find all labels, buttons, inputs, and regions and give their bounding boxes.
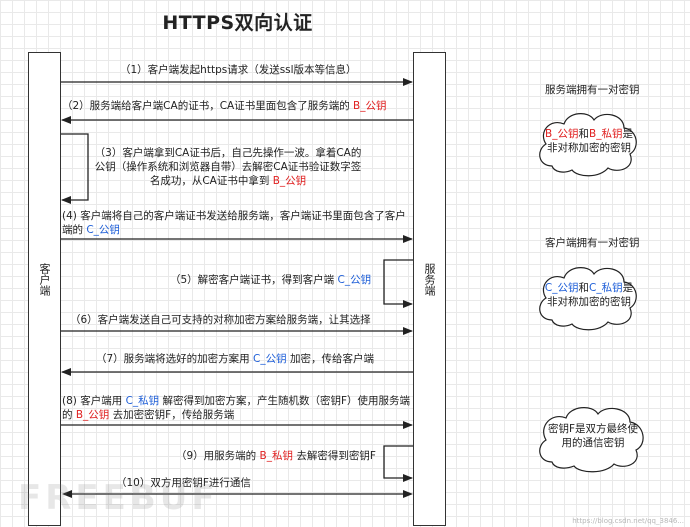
watermark-logo: FREEBUF	[18, 478, 219, 518]
server-label: 服务端	[423, 263, 436, 296]
message-3: （3）客户端拿到CA证书后，自己先操作一波。拿着CA的公钥（操作系统和浏览器自带…	[94, 147, 362, 187]
message-6: （6）客户端发送自己可支持的对称加密方案给服务端，让其选择	[70, 314, 371, 326]
message-5: （5）解密客户端证书，得到客户端 C_公钥	[170, 274, 372, 286]
server-public-key: B_公钥	[353, 100, 387, 112]
client-public-key: C_公钥	[253, 353, 287, 365]
server-private-key: B_私钥	[259, 450, 293, 462]
client-public-key: C_公钥	[86, 224, 120, 236]
message-8: (8) 客户端用 C_私钥 解密得到加密方案，产生随机数（密钥F）使用服务端的 …	[62, 395, 411, 421]
cloud-key-f	[539, 407, 644, 473]
cloud-client-keys	[539, 267, 637, 331]
cloud-server-keys-text: B_公钥和B_私钥是 非对称加密的密钥	[545, 128, 633, 154]
arrow-step-5	[383, 259, 413, 308]
client-lifeline: 客户端	[28, 52, 61, 526]
cloud-key-f-text: 密钥F是双方最终使 用的通信密钥	[547, 423, 639, 449]
diagram-title: HTTPS双向认证	[162, 12, 313, 34]
message-7: （7）服务端将选好的加密方案用 C_公钥 加密，传给客户端	[96, 353, 374, 365]
message-1: （1）客户端发起https请求（发送ssl版本等信息）	[120, 64, 357, 76]
server-public-key: B_公钥	[272, 175, 307, 187]
message-9: （9）用服务端的 B_私钥 去解密得到密钥F	[176, 450, 376, 462]
server-lifeline: 服务端	[413, 52, 446, 526]
arrow-step-10-head-right	[403, 490, 413, 498]
client-key-pair-note: 客户端拥有一对密钥	[545, 237, 640, 249]
arrow-step-3	[61, 133, 89, 204]
client-label: 客户端	[38, 263, 51, 296]
source-credit: https://blog.csdn.net/qq_3846...	[572, 517, 684, 525]
message-10: （10）双方用密钥F进行通信	[116, 477, 251, 489]
client-private-key: C_私钥	[125, 395, 160, 407]
client-public-key: C_公钥	[337, 274, 372, 286]
cloud-server-keys	[539, 113, 637, 177]
message-2: （2）服务端给客户端CA的证书，CA证书里面包含了服务端的 B_公钥	[62, 100, 387, 112]
server-key-pair-note: 服务端拥有一对密钥	[545, 84, 640, 96]
arrow-step-9	[383, 445, 413, 482]
cloud-client-keys-text: C_公钥和C_私钥是 非对称加密的密钥	[544, 282, 634, 308]
message-4: (4) 客户端将自己的客户端证书发送给服务端，客户端证书里面包含了客户端的 C_…	[62, 210, 406, 236]
arrow-step-10-head-left	[62, 490, 72, 498]
server-public-key: B_公钥	[75, 409, 110, 421]
